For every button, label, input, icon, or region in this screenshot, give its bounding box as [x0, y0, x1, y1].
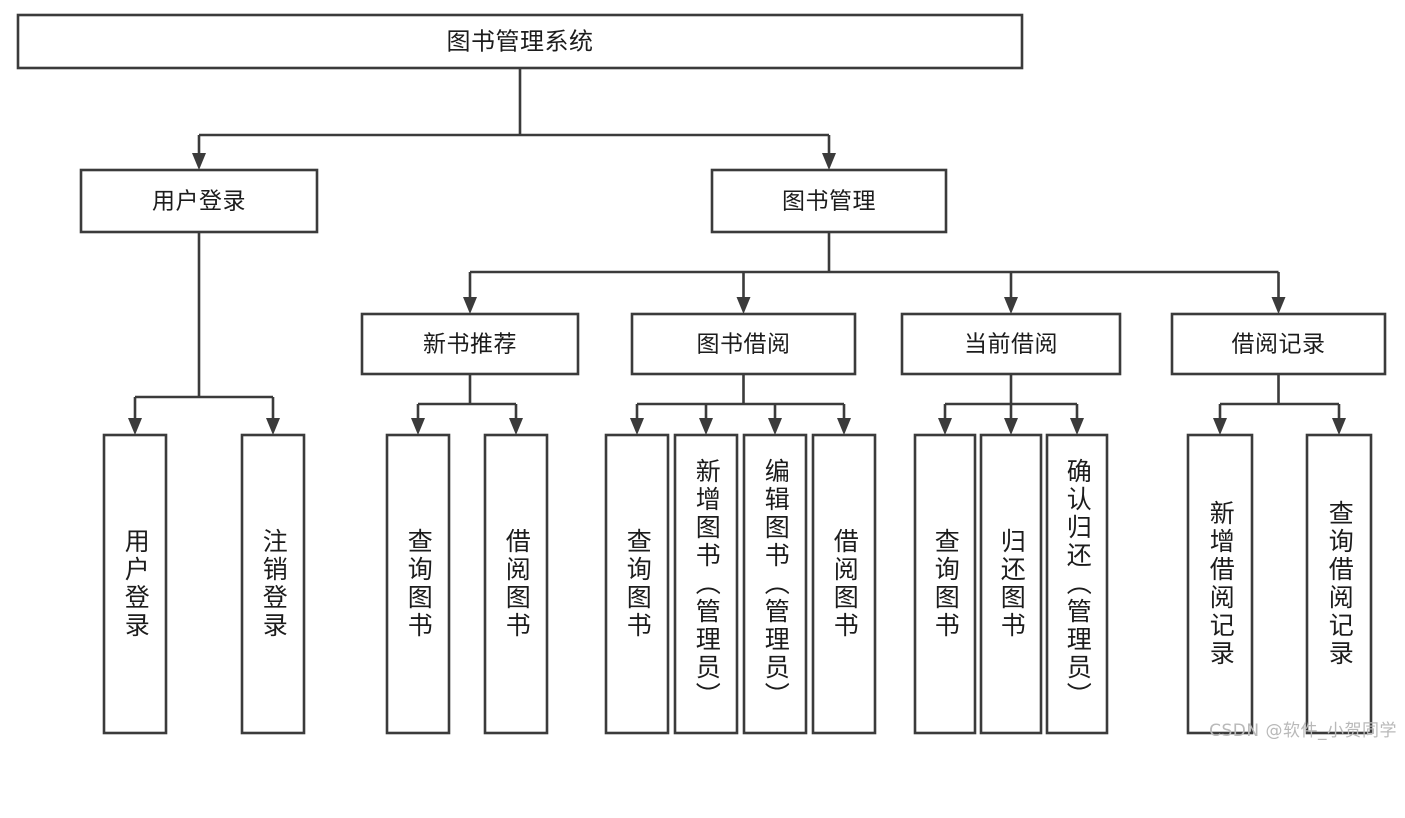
node-level3-当前借阅[interactable]: 当前借阅 [900, 312, 1122, 376]
node-box-新书推荐[interactable] [360, 312, 580, 376]
node-leaf-查询图书[interactable] [604, 433, 670, 735]
node-level3-借阅记录[interactable]: 借阅记录 [1170, 312, 1387, 376]
diagram-canvas-root: 图书管理系统用户登录图书管理新书推荐图书借阅当前借阅借阅记录 用户登录注销登录查… [16, 13, 1397, 741]
connector-layer [128, 68, 1346, 435]
node-box-查询借阅记录[interactable] [1305, 433, 1373, 735]
node-leaf-新增图书管理员[interactable] [673, 433, 739, 735]
arrow-head-icon [192, 153, 206, 170]
node-level3-图书借阅[interactable]: 图书借阅 [630, 312, 857, 376]
node-label-用户登录: 用户登录 [152, 189, 246, 215]
node-level3-新书推荐[interactable]: 新书推荐 [360, 312, 580, 376]
node-box-借阅记录[interactable] [1170, 312, 1387, 376]
node-label-图书管理: 图书管理 [782, 189, 876, 215]
node-leaf-归还图书[interactable] [979, 433, 1043, 735]
node-box-借阅图书[interactable] [483, 433, 549, 735]
arrow-head-icon [1070, 418, 1084, 435]
node-box-新增借阅记录[interactable] [1186, 433, 1254, 735]
node-root-图书管理系统[interactable]: 图书管理系统 [16, 13, 1024, 70]
node-box-用户登录[interactable] [102, 433, 168, 735]
arrow-head-icon [509, 418, 523, 435]
node-leaf-用户登录[interactable] [102, 433, 168, 735]
node-box-图书管理[interactable] [710, 168, 948, 234]
node-leaf-注销登录[interactable] [240, 433, 306, 735]
arrow-head-icon [837, 418, 851, 435]
node-leaf-查询图书[interactable] [385, 433, 451, 735]
node-box-查询图书[interactable] [385, 433, 451, 735]
node-box-用户登录[interactable] [79, 168, 319, 234]
arrow-head-icon [1332, 418, 1346, 435]
arrow-head-icon [768, 418, 782, 435]
node-leaf-借阅图书[interactable] [811, 433, 877, 735]
node-box-图书借阅[interactable] [630, 312, 857, 376]
arrow-head-icon [630, 418, 644, 435]
arrow-head-icon [411, 418, 425, 435]
arrow-head-icon [699, 418, 713, 435]
node-box-图书管理系统[interactable] [16, 13, 1024, 70]
arrow-head-icon [128, 418, 142, 435]
node-box-查询图书[interactable] [604, 433, 670, 735]
arrow-head-icon [1271, 297, 1286, 314]
arrow-head-icon [938, 418, 952, 435]
arrow-head-icon [822, 153, 836, 170]
node-label-图书管理系统: 图书管理系统 [447, 28, 594, 56]
arrow-head-icon [266, 418, 280, 435]
node-label-借阅记录: 借阅记录 [1232, 332, 1326, 358]
node-box-借阅图书[interactable] [811, 433, 877, 735]
node-box-确认归还管理员[interactable] [1045, 433, 1109, 735]
node-level2-图书管理[interactable]: 图书管理 [710, 168, 948, 234]
watermark-text: CSDN @软件_小贺同学 [1209, 721, 1397, 741]
node-leaf-查询图书[interactable] [913, 433, 977, 735]
node-box-查询图书[interactable] [913, 433, 977, 735]
node-box-注销登录[interactable] [240, 433, 306, 735]
node-box-归还图书[interactable] [979, 433, 1043, 735]
node-level2-用户登录[interactable]: 用户登录 [79, 168, 319, 234]
node-box-新增图书管理员[interactable] [673, 433, 739, 735]
node-leaf-编辑图书管理员[interactable] [742, 433, 808, 735]
node-leaf-新增借阅记录[interactable] [1186, 433, 1254, 735]
node-leaf-借阅图书[interactable] [483, 433, 549, 735]
arrow-head-icon [1004, 297, 1018, 314]
node-label-新书推荐: 新书推荐 [423, 332, 517, 358]
node-leaf-确认归还管理员[interactable] [1045, 433, 1109, 735]
node-leaf-查询借阅记录[interactable] [1305, 433, 1373, 735]
arrow-head-icon [736, 297, 751, 314]
node-label-当前借阅: 当前借阅 [964, 332, 1058, 358]
node-box-当前借阅[interactable] [900, 312, 1122, 376]
node-label-图书借阅: 图书借阅 [697, 332, 791, 358]
arrow-head-icon [463, 297, 477, 314]
arrow-head-icon [1004, 418, 1018, 435]
node-box-编辑图书管理员[interactable] [742, 433, 808, 735]
arrow-head-icon [1213, 418, 1227, 435]
